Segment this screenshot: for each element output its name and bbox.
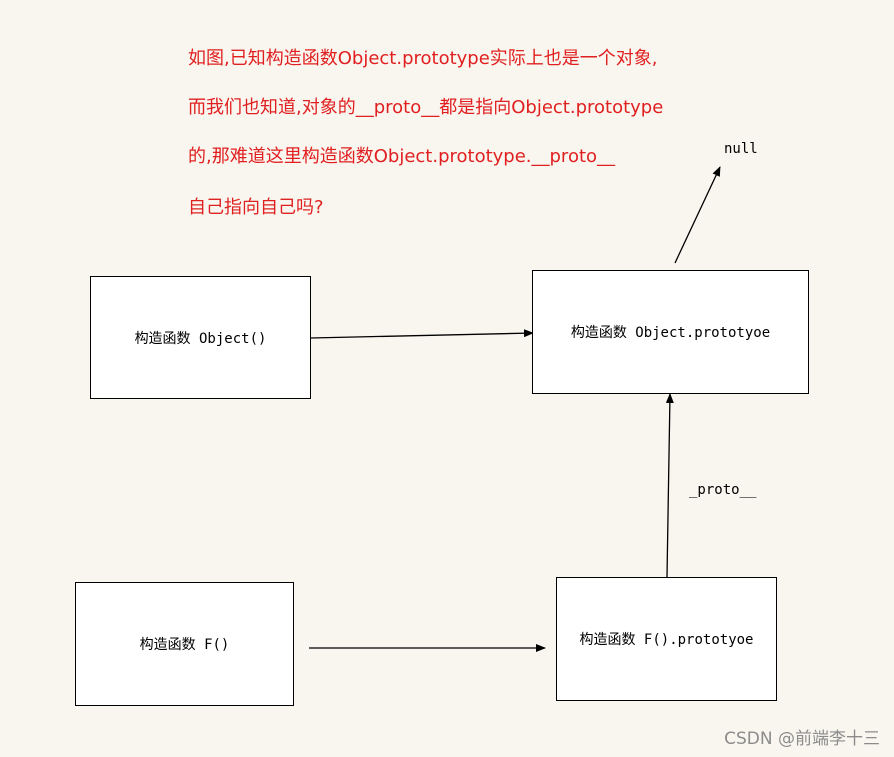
watermark: CSDN @前端李十三 xyxy=(724,729,880,749)
f-prototype-box: 构造函数 F().prototyoe xyxy=(556,577,777,701)
question-line-4: 自己指向自己吗? xyxy=(188,197,324,218)
question-line-1: 如图,已知构造函数Object.prototype实际上也是一个对象, xyxy=(188,48,658,69)
object-constructor-label: 构造函数 Object() xyxy=(134,330,267,347)
question-line-3: 的,那难道这里构造函数Object.prototype.__proto__ xyxy=(188,146,616,167)
question-line-2: 而我们也知道,对象的__proto__都是指向Object.prototype xyxy=(188,97,664,118)
object-prototype-box: 构造函数 Object.prototyoe xyxy=(532,270,809,394)
f-prototype-label: 构造函数 F().prototyoe xyxy=(579,632,754,648)
arrow-object-constructor-to-prototype xyxy=(310,329,534,339)
arrow-object-prototype-to-null xyxy=(674,166,721,264)
object-constructor-box: 构造函数 Object() xyxy=(90,276,311,399)
f-constructor-label: 构造函数 F() xyxy=(139,637,230,653)
null-label: null xyxy=(724,141,758,157)
arrow-f-prototype-to-object-prototype xyxy=(665,393,674,578)
f-constructor-box: 构造函数 F() xyxy=(75,582,294,706)
proto-edge-label: _proto__ xyxy=(689,482,757,498)
object-prototype-label: 构造函数 Object.prototyoe xyxy=(570,325,771,341)
